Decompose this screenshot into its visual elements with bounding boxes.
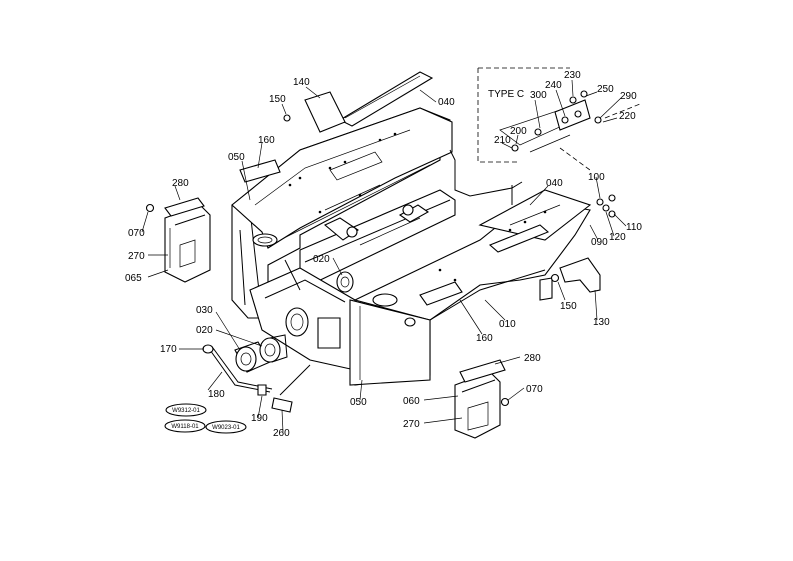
part-label-065: 065 [125,273,142,284]
part-label-010: 010 [499,319,516,330]
main-frame-right-rail [349,149,592,386]
part-label-100: 100 [588,172,605,183]
part-label-140: 140 [293,77,310,88]
plate-160-right [419,281,463,306]
main-frame-front-lower [249,233,356,371]
part-label-160-right: 160 [476,333,493,344]
bracket-270-right [454,359,506,439]
plate-040-top [338,71,434,127]
part-label-150-top: 150 [269,94,286,105]
part-label-040-right: 040 [546,178,563,189]
part-label-160-top: 160 [258,135,275,146]
part-label-130: 130 [593,317,610,328]
part-label-150-right: 150 [560,301,577,312]
plate-160-top [239,159,281,183]
fastener-bolts [145,114,616,407]
part-label-070-right: 070 [526,384,543,395]
linkage-rod-180 [202,344,311,413]
reference-codes: W9312-01 W9118-01 W9023-01 [164,403,247,434]
main-frame-inner-channel [299,189,456,286]
bushing-020-mid [336,271,354,293]
part-label-170: 170 [160,344,177,355]
part-label-050-left: 050 [228,152,245,163]
part-label-090: 090 [591,237,608,248]
bracket-270-left [164,197,211,283]
part-labels: TYPE C 040 140 150 160 050 280 070 270 0… [125,70,642,439]
part-label-180: 180 [208,389,225,400]
part-label-290: 290 [620,91,637,102]
ref-code-w9023: W9023-01 [212,425,240,431]
part-label-210: 210 [494,135,511,146]
part-label-240: 240 [545,80,562,91]
part-label-120: 120 [609,232,626,243]
part-label-050-bottom: 050 [350,397,367,408]
plate-140 [304,91,346,133]
ref-code-w9118: W9118-01 [171,424,199,430]
plate-040-right [488,224,550,253]
part-label-020-mid: 020 [313,254,330,265]
type-c-inset [477,67,641,171]
part-label-270-left: 270 [128,251,145,262]
ref-code-w9312: W9312-01 [172,408,200,414]
part-label-020-low: 020 [196,325,213,336]
bracket-130 [559,257,601,293]
bushing-020-low [259,334,288,363]
part-label-060: 060 [403,396,420,407]
main-frame-top-deck [231,107,453,249]
part-label-230: 230 [564,70,581,81]
inset-title: TYPE C [488,89,524,100]
leader-lines [141,79,627,433]
part-label-280-right: 280 [524,353,541,364]
part-label-030: 030 [196,305,213,316]
bushing-030 [234,341,271,373]
part-label-250: 250 [597,84,614,95]
part-label-110: 110 [626,222,642,233]
part-label-220: 220 [619,111,636,122]
part-label-070-left: 070 [128,228,145,239]
part-label-300: 300 [530,90,547,101]
part-label-260: 260 [273,428,290,439]
part-label-040-top: 040 [438,97,455,108]
part-label-200: 200 [510,126,527,137]
part-label-190: 190 [251,413,268,424]
part-label-270-right: 270 [403,419,420,430]
part-label-280-left: 280 [172,178,189,189]
